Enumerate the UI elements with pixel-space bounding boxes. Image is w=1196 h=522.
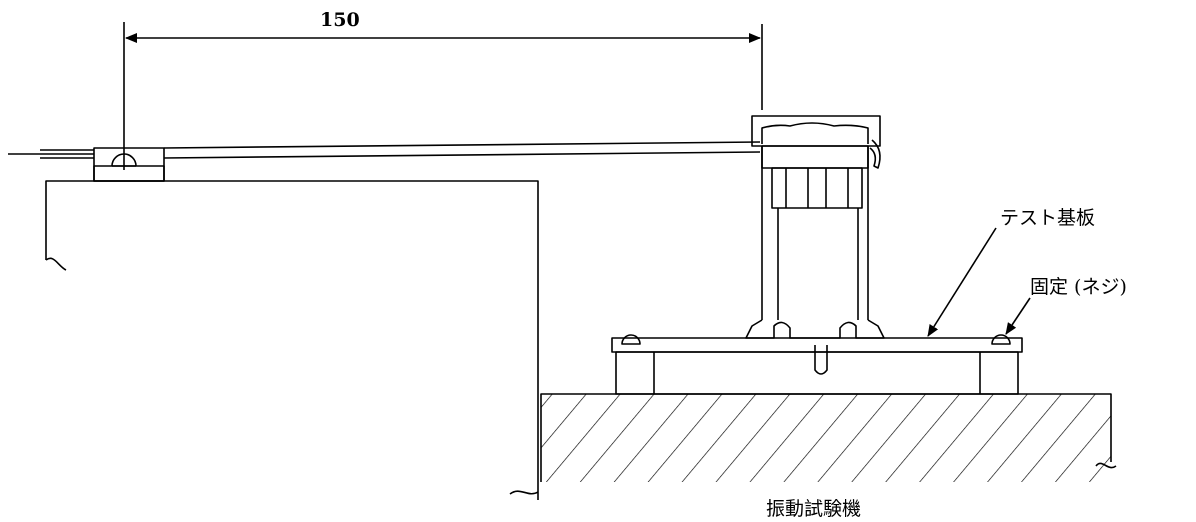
test-board xyxy=(611,337,1023,395)
leader-arrow-fixing-screw xyxy=(1005,297,1031,335)
support-table xyxy=(45,180,539,500)
fixing-screw-label: 固定 (ネジ) xyxy=(1030,276,1127,298)
connector xyxy=(745,115,885,375)
cable xyxy=(8,141,761,159)
vibration-tester-label: 振動試験機 xyxy=(766,498,861,520)
leader-arrow-test-board xyxy=(927,227,997,337)
test-board-label: テスト基板 xyxy=(1000,207,1095,229)
dimension-label: 150 xyxy=(320,9,360,31)
dimension-150 xyxy=(123,22,763,170)
fixing-screw-left xyxy=(621,334,641,345)
cable-clamp xyxy=(93,147,165,182)
fixing-screw-right xyxy=(991,334,1011,345)
vibration-tester-base xyxy=(509,393,1117,495)
